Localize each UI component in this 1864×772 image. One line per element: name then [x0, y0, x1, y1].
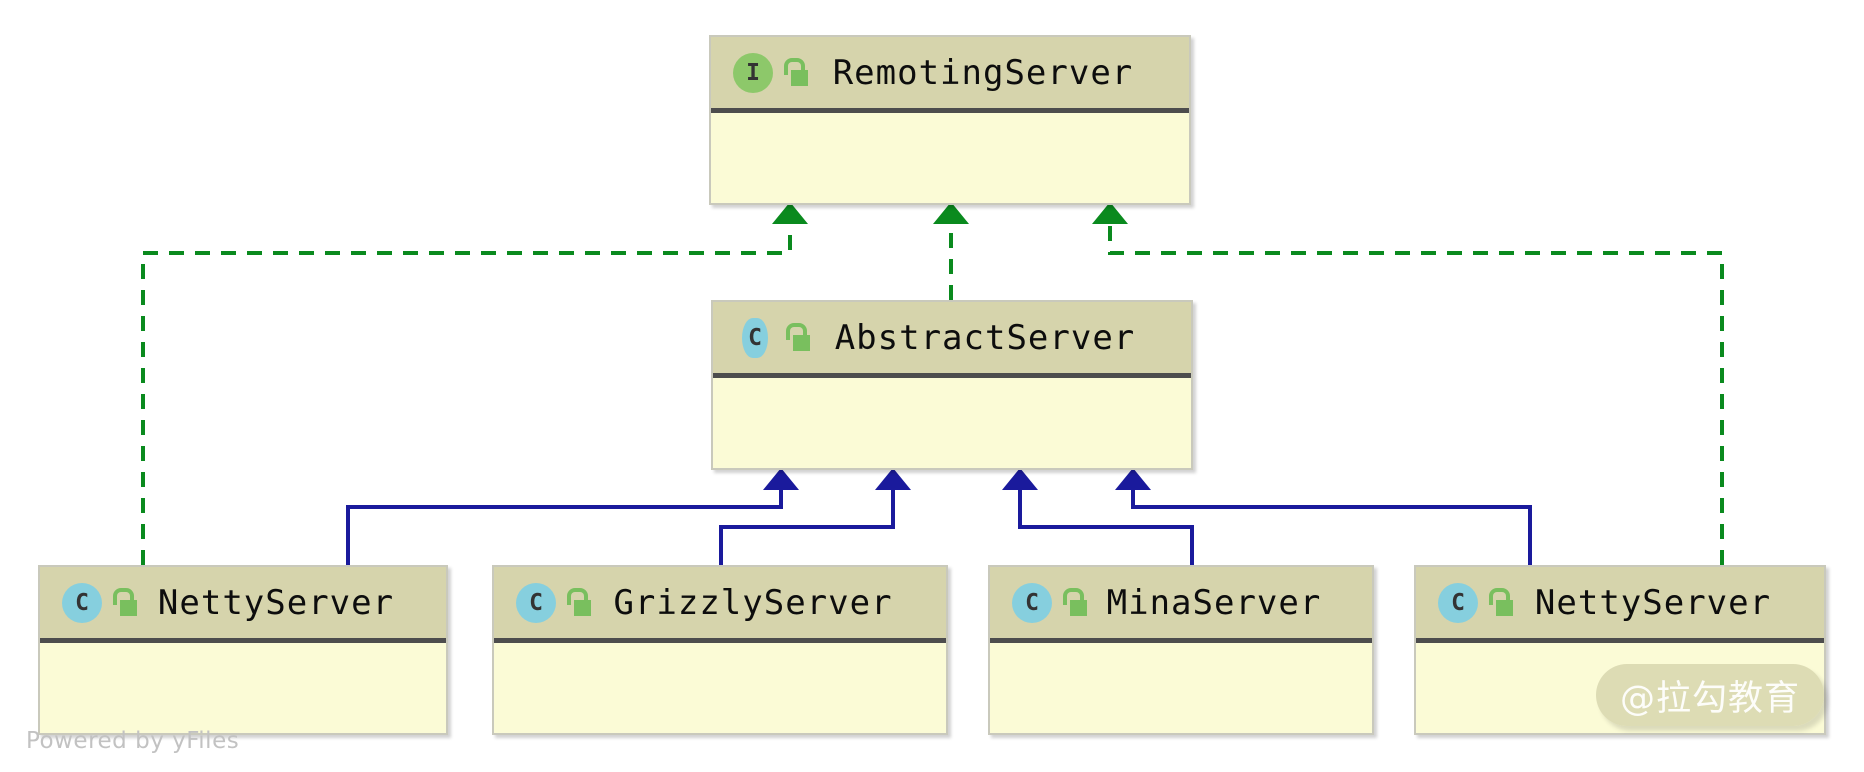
- uml-node-title: GrizzlyServer: [613, 582, 893, 623]
- edge-netty2-extends-abstract: [1115, 468, 1532, 565]
- open-padlock-icon: [566, 587, 592, 618]
- edge-netty1-realizes-remoting: [141, 202, 808, 565]
- uml-node-title: RemotingServer: [832, 52, 1134, 93]
- uml-node-title: AbstractServer: [834, 317, 1136, 358]
- yfiles-credit: Powered by yFiles: [26, 728, 240, 754]
- uml-node-members: [494, 643, 946, 733]
- uml-node-title: NettyServer: [157, 582, 395, 623]
- class-icon: C: [516, 582, 556, 623]
- uml-node-header: I RemotingServer: [711, 37, 1189, 113]
- uml-node-remoting-server[interactable]: I RemotingServer: [709, 35, 1191, 205]
- uml-node-netty-server-1[interactable]: C NettyServer: [38, 565, 448, 735]
- open-padlock-icon: [112, 587, 138, 618]
- interface-icon: I: [733, 52, 773, 93]
- uml-node-members: [990, 643, 1372, 733]
- uml-node-mina-server[interactable]: C MinaServer: [988, 565, 1374, 735]
- abstract-class-icon: C: [735, 317, 775, 358]
- edge-grizzly-extends-abstract: [719, 468, 911, 565]
- uml-node-members: [40, 643, 446, 733]
- uml-node-members: [711, 113, 1189, 203]
- uml-node-title: MinaServer: [1106, 582, 1322, 623]
- uml-node-header: C AbstractServer: [713, 302, 1191, 378]
- open-padlock-icon: [1488, 587, 1514, 618]
- class-icon: C: [62, 582, 102, 623]
- edge-netty1-extends-abstract: [346, 468, 799, 565]
- uml-node-abstract-server[interactable]: C AbstractServer: [711, 300, 1193, 470]
- edge-abstract-realizes-remoting: [933, 202, 969, 300]
- uml-node-header: C NettyServer: [1416, 567, 1824, 643]
- uml-node-members: [713, 378, 1191, 468]
- class-icon: C: [1438, 582, 1478, 623]
- uml-node-header: C NettyServer: [40, 567, 446, 643]
- class-icon: C: [1012, 582, 1052, 623]
- uml-node-header: C GrizzlyServer: [494, 567, 946, 643]
- open-padlock-icon: [783, 57, 809, 88]
- open-padlock-icon: [1062, 587, 1088, 618]
- watermark: @拉勾教育: [1596, 664, 1824, 726]
- open-padlock-icon: [785, 322, 811, 353]
- edge-mina-extends-abstract: [1002, 468, 1194, 565]
- uml-node-grizzly-server[interactable]: C GrizzlyServer: [492, 565, 948, 735]
- uml-node-header: C MinaServer: [990, 567, 1372, 643]
- uml-node-title: NettyServer: [1534, 582, 1772, 623]
